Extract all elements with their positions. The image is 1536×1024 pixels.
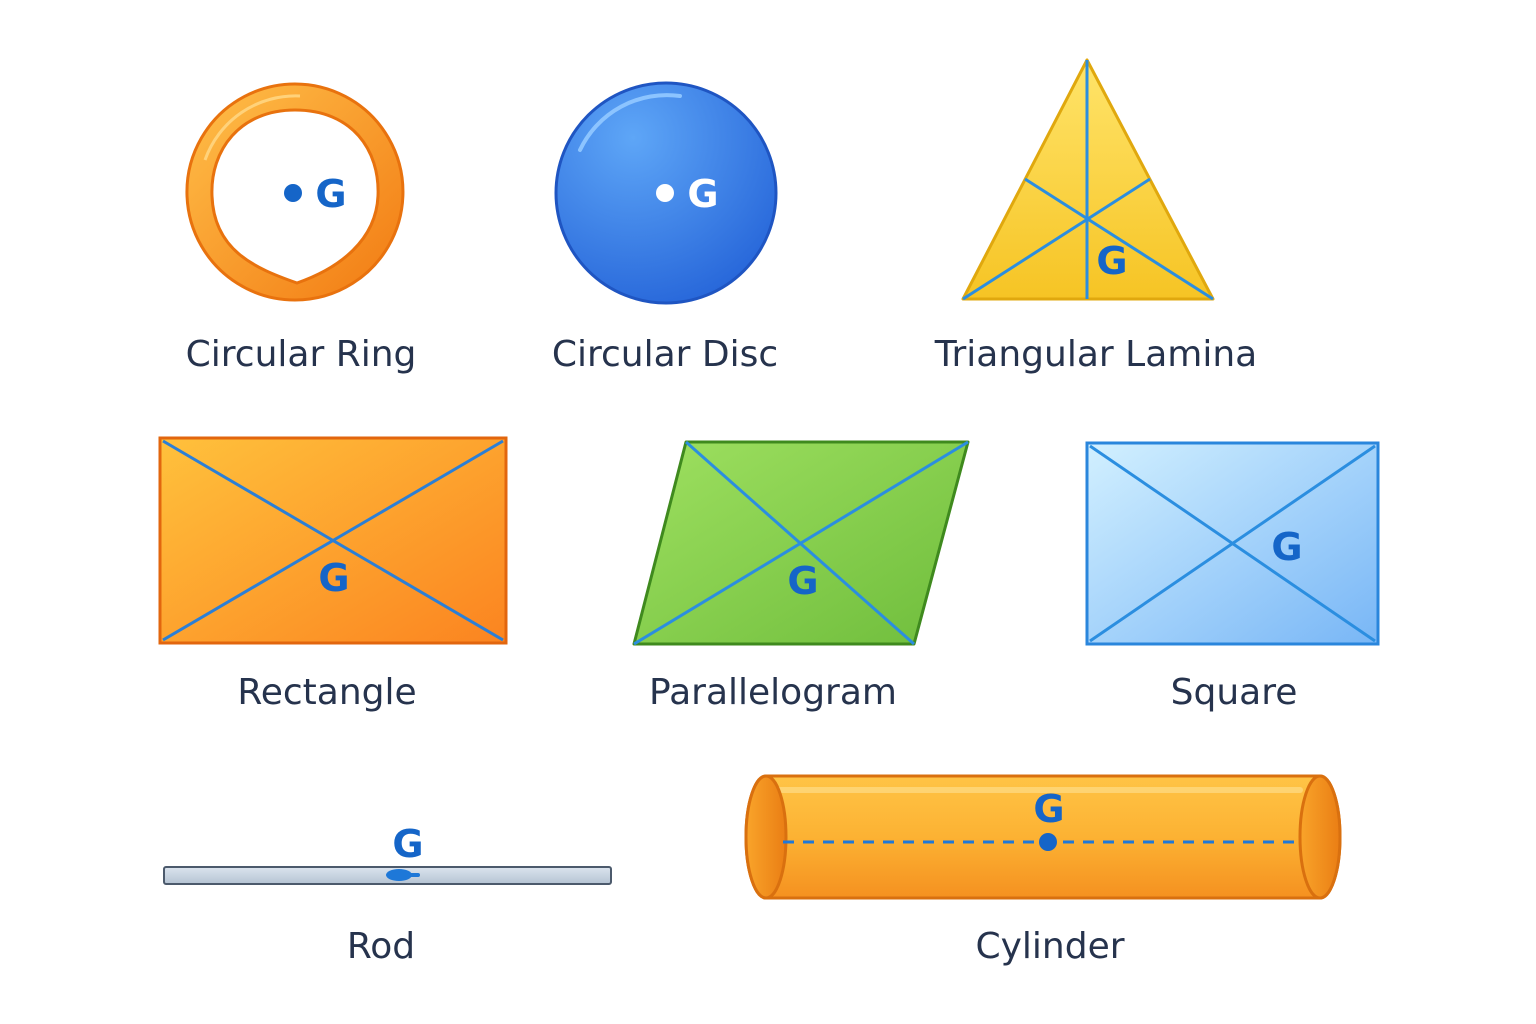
triangle-median-left: [962, 177, 1151, 301]
parallelogram-diagonal-2: [633, 440, 969, 646]
rod-centroid-dot: [386, 869, 412, 881]
triangular-lamina-label: Triangular Lamina: [934, 334, 1257, 375]
ring-centroid-label: G: [315, 172, 346, 216]
ring-inner-highlight: [203, 94, 301, 161]
circular-ring-figure: G Circular Ring: [185, 82, 417, 375]
rod-figure: G Rod: [163, 822, 612, 967]
circular-disc-figure: G Circular Disc: [552, 81, 778, 375]
rectangle-figure: G Rectangle: [158, 436, 508, 713]
parallelogram-centroid-label: G: [787, 559, 818, 603]
ring-shape: [185, 82, 405, 302]
cylinder-right-cap: [1298, 774, 1342, 900]
parallelogram-figure: G Parallelogram: [632, 440, 970, 713]
rod-label: Rod: [347, 926, 415, 967]
circular-ring-label: Circular Ring: [186, 334, 417, 375]
rod-centroid-label: G: [392, 822, 423, 866]
cylinder-figure: G Cylinder: [744, 774, 1342, 967]
disc-centroid-label: G: [687, 172, 718, 216]
triangular-lamina-figure: G Triangular Lamina: [934, 58, 1257, 375]
cylinder-label: Cylinder: [975, 926, 1124, 967]
circular-disc-label: Circular Disc: [552, 334, 778, 375]
triangle-median-right: [1024, 177, 1214, 301]
square-figure: G Square: [1085, 441, 1380, 713]
cylinder-left-cap: [744, 774, 788, 900]
square-centroid-label: G: [1271, 525, 1302, 569]
disc-highlight: [578, 93, 682, 152]
rectangle-diagonal-2: [162, 439, 504, 642]
square-label: Square: [1171, 672, 1298, 713]
cylinder-centroid-label: G: [1033, 787, 1064, 831]
disc-centroid-dot: [656, 184, 674, 202]
rectangle-label: Rectangle: [237, 672, 416, 713]
ring-centroid-dot: [284, 184, 302, 202]
square-diagonal-2: [1089, 444, 1376, 643]
triangle-centroid-label: G: [1096, 239, 1127, 283]
parallelogram-label: Parallelogram: [649, 672, 897, 713]
rectangle-centroid-label: G: [318, 556, 349, 600]
cylinder-centroid-dot: [1039, 833, 1057, 851]
